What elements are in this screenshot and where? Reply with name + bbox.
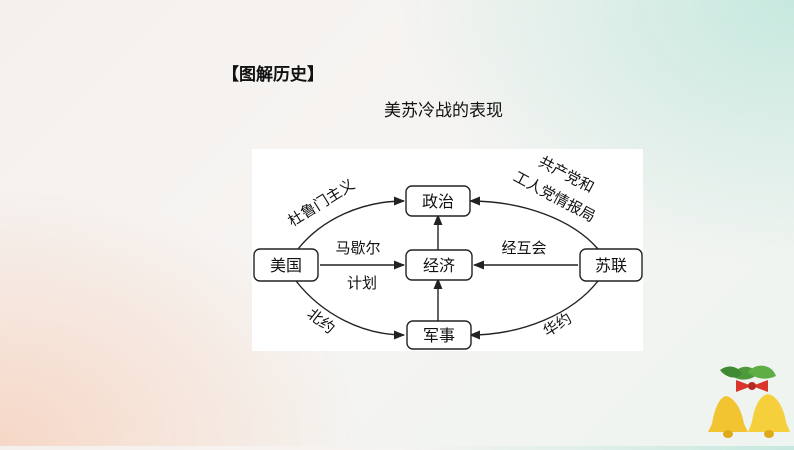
edge-ussr-politics: [468, 196, 599, 250]
label-comecon: 经互会: [501, 239, 546, 257]
edge-usa-politics: [297, 196, 406, 250]
diagram-canvas: 美国 苏联 政治 经济 军事 杜鲁门主义 马歇尔 计划 北约 共产党和 工人党情…: [253, 153, 643, 350]
node-ussr: 苏联: [579, 248, 643, 282]
node-politics-label: 政治: [422, 192, 454, 211]
label-marshall-plan-1: 马歇尔: [335, 239, 380, 257]
section-heading: 【图解历史】: [222, 65, 324, 85]
right-bell-icon: [748, 394, 790, 438]
left-bell-icon: [708, 396, 748, 438]
edge-usa-military: [295, 280, 406, 340]
edge-ussr-military: [468, 280, 599, 340]
christmas-bells-decoration: [702, 362, 794, 446]
ribbon-icon: [736, 380, 768, 392]
diagram-caption: 美苏冷战的表现: [384, 101, 503, 121]
label-marshall-plan-2: 计划: [347, 274, 377, 292]
node-economy: 经济: [405, 249, 473, 281]
node-military: 军事: [406, 320, 472, 350]
node-politics: 政治: [405, 185, 471, 217]
label-nato: 北约: [304, 305, 339, 338]
node-economy-label: 经济: [423, 256, 455, 275]
cold-war-diagram: 美国 苏联 政治 经济 军事 杜鲁门主义 马歇尔 计划 北约 共产党和 工人党情…: [252, 149, 643, 351]
label-warsaw-pact: 华约: [540, 309, 575, 340]
label-truman-doctrine: 杜鲁门主义: [285, 175, 358, 230]
node-usa: 美国: [253, 248, 319, 282]
node-usa-label: 美国: [270, 256, 302, 275]
node-ussr-label: 苏联: [595, 256, 627, 275]
holly-leaves-icon: [720, 365, 776, 380]
node-military-label: 军事: [423, 326, 455, 345]
